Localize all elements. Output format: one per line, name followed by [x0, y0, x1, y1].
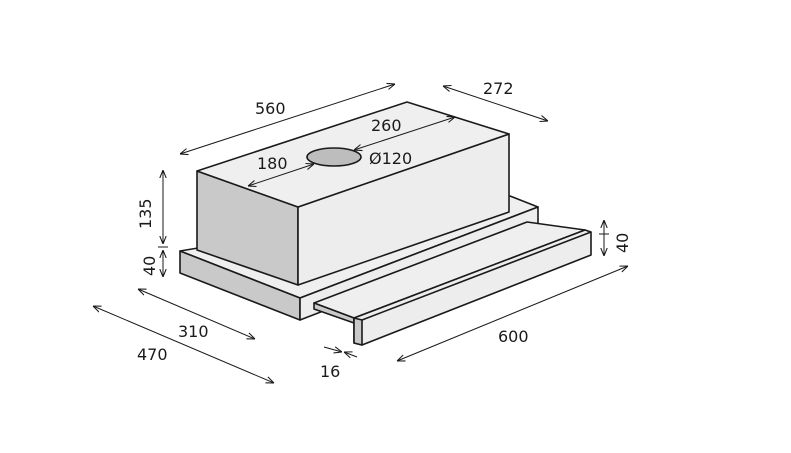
- dim-line-600: [397, 266, 628, 361]
- label-40-base: 40: [140, 256, 159, 276]
- drawer-front-left-edge: [353, 317, 363, 346]
- label-40-drawer: 40: [613, 233, 632, 253]
- label-560: 560: [255, 99, 286, 118]
- dim-line-260: [354, 117, 455, 150]
- label-180: 180: [257, 154, 288, 173]
- label-470: 470: [137, 345, 168, 364]
- label-16: 16: [320, 362, 340, 381]
- duct-outlet-hole: [306, 147, 362, 167]
- dim-line-16-b: [344, 352, 358, 357]
- dim-line-180: [248, 164, 314, 186]
- dim-line-272: [443, 86, 548, 121]
- label-135: 135: [136, 198, 155, 229]
- label-272: 272: [483, 79, 514, 98]
- label-260: 260: [371, 116, 402, 135]
- label-600: 600: [498, 327, 529, 346]
- dim-line-470: [93, 306, 274, 383]
- label-310: 310: [178, 322, 209, 341]
- dim-line-16-a: [323, 347, 342, 352]
- label-diameter-120: Ø120: [369, 149, 412, 168]
- dim-line-560: [180, 84, 395, 154]
